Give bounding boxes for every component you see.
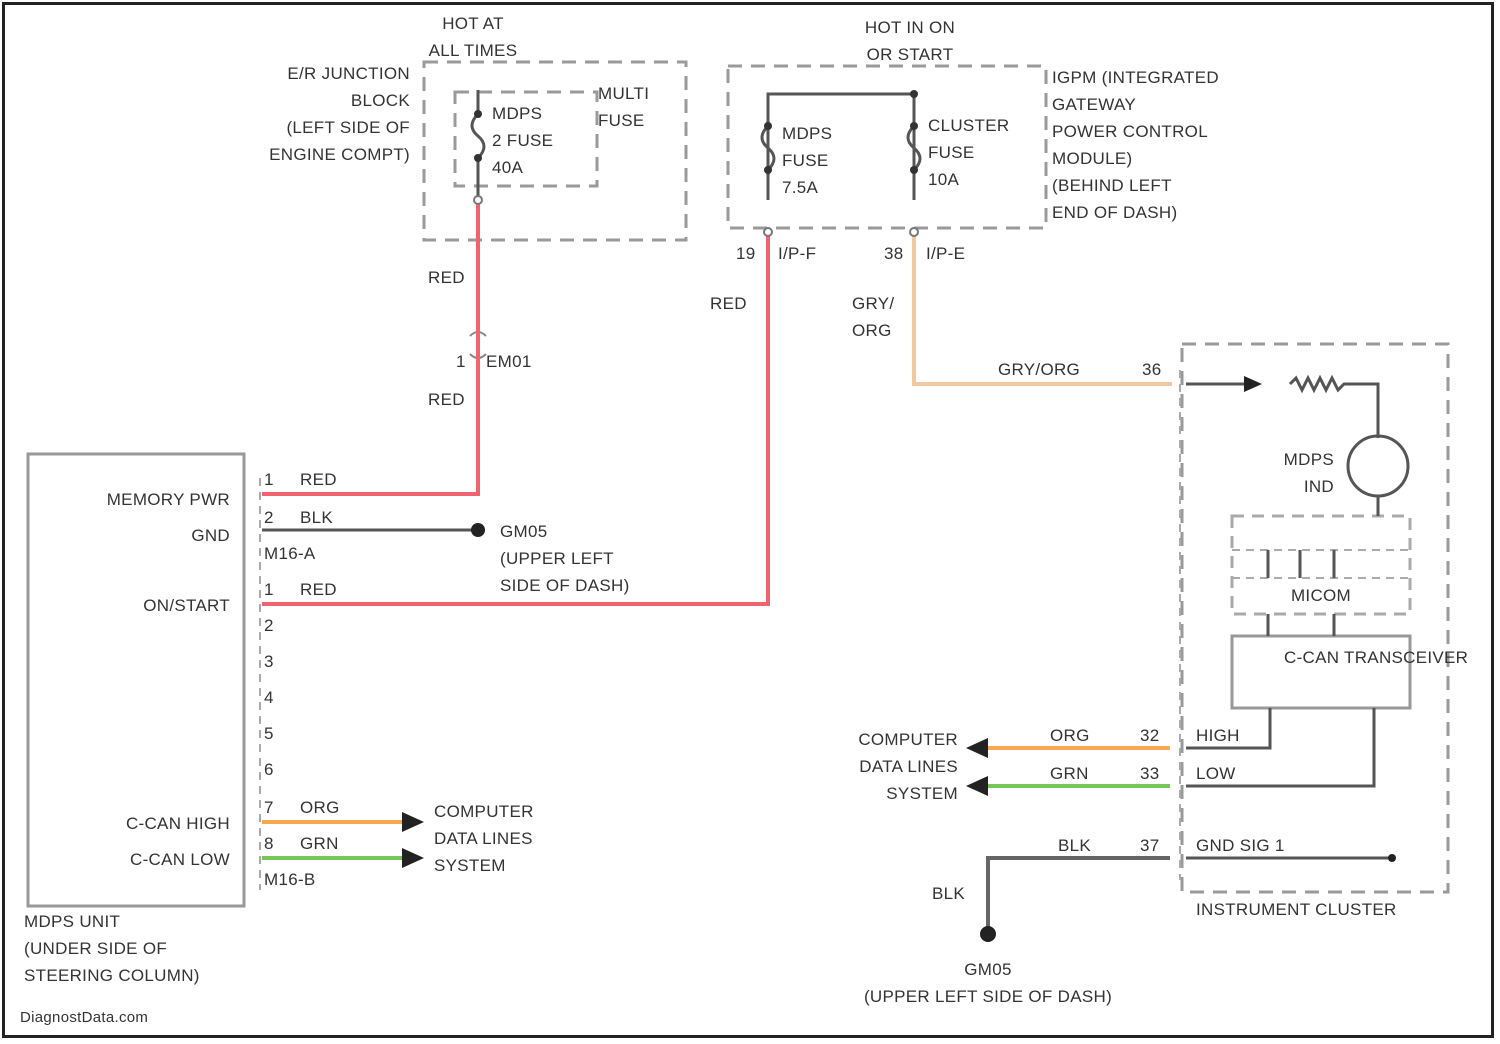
memory-pwr-label: MEMORY PWR (40, 486, 230, 513)
pin-33: 33 (1140, 760, 1160, 787)
cluster-fuse-label: CLUSTER FUSE 10A (928, 112, 1009, 193)
pin-num: 4 (264, 684, 274, 711)
high-label: HIGH (1196, 722, 1240, 749)
wire-color-org: ORG (1050, 722, 1090, 749)
mdps-indicator-lamp (1348, 436, 1408, 496)
mdps2-fuse-label: MDPS 2 FUSE 40A (492, 100, 553, 181)
gm05-label-1: GM05 (UPPER LEFT SIDE OF DASH) (500, 518, 630, 599)
resistor-symbol (1290, 378, 1378, 438)
gnd-sig-label: GND SIG 1 (1196, 832, 1285, 859)
hot-in-on-or-start-label: HOT IN ON OR START (840, 14, 980, 68)
pin-wire-color: GRN (300, 830, 339, 857)
wire-color-blk: BLK (1058, 832, 1091, 859)
wire-color-red-2: RED (428, 386, 465, 413)
wire-color-gry-org: GRY/ ORG (852, 290, 894, 344)
multi-fuse-label: MULTI FUSE (598, 80, 649, 134)
connector-m16a: M16-A (264, 540, 316, 567)
on-start-label: ON/START (40, 592, 230, 619)
instrument-cluster-label: INSTRUMENT CLUSTER (1196, 896, 1397, 923)
cluster-box (1182, 344, 1448, 892)
pin-num: 5 (264, 720, 274, 747)
pin-num: 1 (264, 466, 274, 493)
pin-19: 19 (736, 240, 756, 267)
gnd-label: GND (40, 522, 230, 549)
pin-wire-color: RED (300, 576, 337, 603)
pin-36: 36 (1142, 356, 1162, 383)
wire-color-blk-ground: BLK (932, 880, 965, 907)
transceiver-label: C-CAN TRANSCEIVER (1284, 644, 1468, 671)
pin-num: 7 (264, 794, 274, 821)
connector-ipf: I/P-F (778, 240, 816, 267)
pin-wire-color: BLK (300, 504, 333, 531)
watermark: DiagnostData.com (20, 1004, 148, 1031)
wire-color-red-3: RED (710, 290, 747, 317)
hot-at-all-times-label: HOT AT ALL TIMES (408, 10, 538, 64)
micom-label: MICOM (1232, 582, 1410, 609)
wire-color-grn: GRN (1050, 760, 1089, 787)
c-can-high-label: C-CAN HIGH (40, 810, 230, 837)
pin-num: 6 (264, 756, 274, 783)
pin-num: 8 (264, 830, 274, 857)
gm05-label-2: GM05 (UPPER LEFT SIDE OF DASH) (830, 956, 1146, 1010)
pin-num: 3 (264, 648, 274, 675)
igpm-label: IGPM (INTEGRATED GATEWAY POWER CONTROL M… (1052, 64, 1219, 226)
mdps-ind-label: MDPS IND (1230, 446, 1334, 500)
wire-color-gry-org-2: GRY/ORG (998, 356, 1080, 383)
em01-label: EM01 (486, 348, 532, 375)
wire-blk-cluster-gnd (988, 858, 1170, 930)
c-can-low-label: C-CAN LOW (40, 846, 230, 873)
pin-wire-color: ORG (300, 794, 340, 821)
connector-m16b: M16-B (264, 866, 316, 893)
em01-pin: 1 (456, 348, 466, 375)
pin-wire-color: RED (300, 466, 337, 493)
mdps2-fuse-symbol (472, 114, 484, 158)
mdps-fuse-label: MDPS FUSE 7.5A (782, 120, 832, 201)
data-lines-label-2: COMPUTER DATA LINES SYSTEM (790, 726, 958, 807)
pin-num: 2 (264, 612, 274, 639)
gm05-ground-dot-2 (980, 926, 996, 942)
low-label: LOW (1196, 760, 1236, 787)
pin-num: 1 (264, 576, 274, 603)
pin-32: 32 (1140, 722, 1160, 749)
ejb-label: E/R JUNCTION BLOCK (LEFT SIDE OF ENGINE … (200, 60, 410, 168)
pin-num: 2 (264, 504, 274, 531)
wire-color-red-1: RED (428, 264, 465, 291)
pin-37: 37 (1140, 832, 1160, 859)
pin-38: 38 (884, 240, 904, 267)
mdps-unit-label: MDPS UNIT (UNDER SIDE OF STEERING COLUMN… (24, 908, 200, 989)
gm05-ground-dot-1 (471, 523, 485, 537)
data-lines-label-1: COMPUTER DATA LINES SYSTEM (434, 798, 534, 879)
connector-ipe: I/P-E (926, 240, 965, 267)
